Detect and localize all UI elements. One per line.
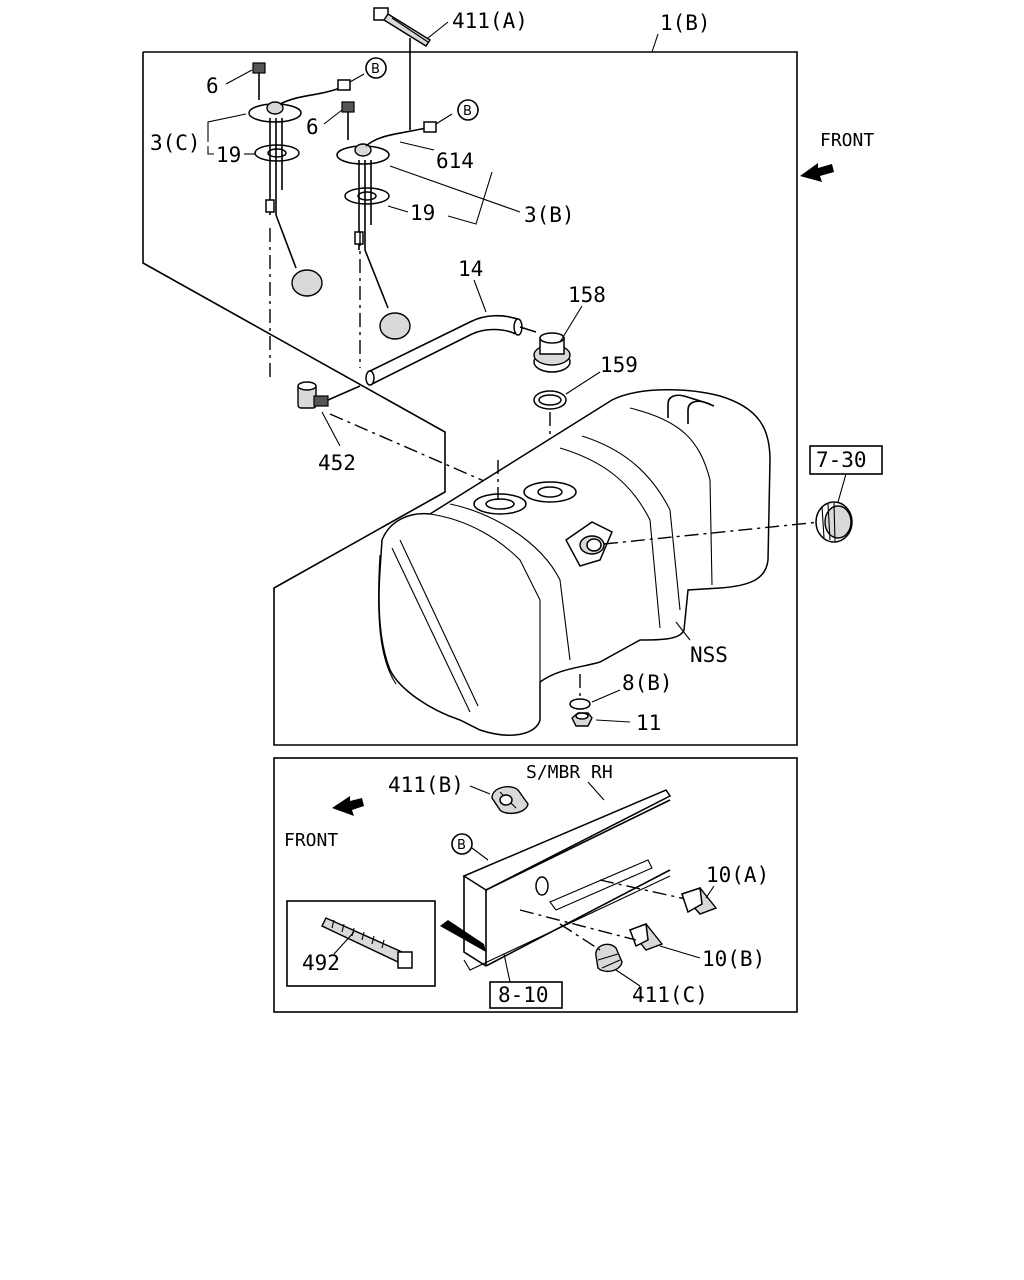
cable-tie-411a-icon [373, 7, 431, 47]
fuel-tank-icon [378, 388, 771, 736]
bracket-10b-icon [628, 922, 664, 951]
label-8b: 8(B) [622, 671, 673, 695]
marker-b-3: B [457, 838, 466, 853]
front-arrow-lower-icon [332, 796, 364, 816]
fuel-sender-unit-right-icon [336, 101, 453, 340]
upper-frame [142, 51, 798, 746]
label-158: 158 [568, 283, 606, 307]
label-19-right: 19 [410, 201, 435, 225]
washer-8b-icon [569, 698, 591, 710]
label-159: 159 [600, 353, 638, 377]
label-smbr-rh: S/MBR RH [526, 762, 613, 783]
clip-411b-icon [491, 786, 529, 815]
label-6-right: 6 [306, 115, 319, 139]
hose-14-icon [365, 314, 537, 386]
label-1b: 1(B) [660, 11, 711, 35]
ref-box-8-10[interactable] [489, 981, 563, 1009]
pointer-arrow-icon [440, 920, 486, 952]
clip-411c-icon [595, 943, 623, 973]
label-14: 14 [458, 257, 483, 281]
label-nss: NSS [690, 643, 728, 667]
label-7-30: 7-30 [816, 448, 867, 472]
inset-492-box [286, 900, 436, 987]
label-8-10: 8-10 [498, 983, 549, 1007]
side-member-frame-icon [462, 789, 672, 971]
label-452: 452 [318, 451, 356, 475]
marker-b-1: B [371, 62, 380, 77]
label-411a: 411(A) [452, 9, 528, 33]
label-11: 11 [636, 711, 661, 735]
label-3b: 3(B) [524, 203, 575, 227]
label-492: 492 [302, 951, 340, 975]
nut-11-icon [571, 712, 593, 727]
label-front-upper: FRONT [820, 130, 874, 151]
label-6-left: 6 [206, 74, 219, 98]
o-ring-159-icon [533, 390, 567, 410]
fuel-sender-unit-left-icon [248, 62, 365, 297]
label-614: 614 [436, 149, 474, 173]
marker-b-2: B [463, 104, 472, 119]
bracket-10a-icon [680, 886, 718, 915]
label-10a: 10(A) [706, 863, 769, 887]
label-411b: 411(B) [388, 773, 464, 797]
lower-frame [273, 757, 798, 1013]
label-front-lower: FRONT [284, 830, 338, 851]
label-411c: 411(C) [632, 983, 708, 1007]
band-492-icon [321, 917, 413, 969]
connector-b-marker-1 [365, 57, 387, 79]
vent-cap-158-icon [533, 332, 571, 373]
elbow-fitting-452-icon [297, 381, 361, 409]
connector-b-marker-3 [451, 833, 473, 855]
filler-cap-icon [815, 501, 853, 543]
label-3c: 3(C) [150, 131, 201, 155]
label-10b: 10(B) [702, 947, 765, 971]
connector-b-marker-2 [457, 99, 479, 121]
front-arrow-upper-icon [800, 163, 834, 182]
label-19-left: 19 [216, 143, 241, 167]
